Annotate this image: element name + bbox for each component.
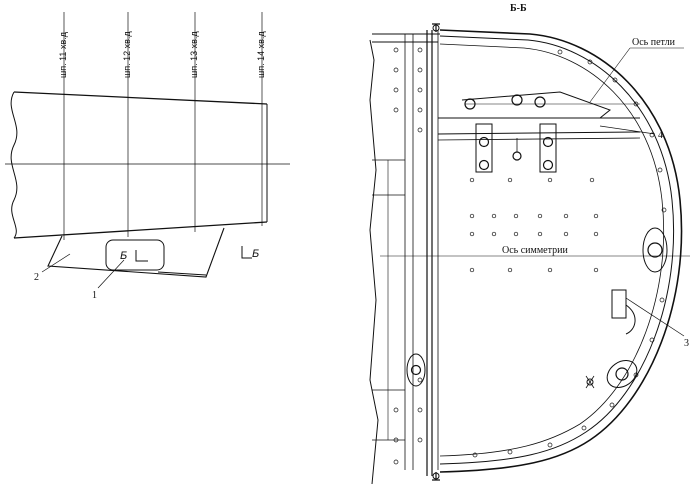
left-view: шп. 11 хв.д шп. 12 хв.д шп. 13 хв.д шп. … — [5, 12, 290, 301]
callouts-left: 2 1 — [34, 253, 125, 301]
callout-2: 2 — [34, 272, 39, 283]
rivet-pattern — [469, 177, 599, 273]
right-view: Б-Б — [369, 3, 690, 484]
door-skin — [439, 29, 683, 473]
hinge-axis-leader-diag — [589, 47, 631, 103]
lock-fittings — [406, 227, 668, 389]
fuselage-body — [5, 91, 290, 239]
clamps — [432, 23, 440, 481]
hinge-assembly — [437, 91, 641, 173]
skin-rivets — [472, 49, 667, 458]
frame-label-13: шп. 13 хв.д — [189, 31, 199, 78]
section-mark-letter: Б — [252, 248, 259, 260]
frame-structure — [369, 30, 440, 484]
plate-mark: Б — [120, 250, 127, 262]
frame-rivets — [393, 47, 423, 465]
section-mark: Б — [241, 246, 259, 260]
hatch-cover: Б — [47, 227, 225, 278]
section-title: Б-Б — [510, 3, 527, 14]
callouts-right: 4 3 — [599, 125, 689, 349]
frame-label-14: шп. 14 хв.д — [256, 31, 266, 78]
frame-label-11: шп. 11 хв.д — [58, 31, 68, 78]
frame-label-12: шп. 12 хв.д — [122, 31, 132, 78]
callout-1: 1 — [92, 290, 97, 301]
callout-4: 4 — [658, 130, 663, 141]
hinge-axis-label: Ось петли — [632, 37, 676, 48]
symmetry-axis-label: Ось симметрии — [502, 245, 568, 256]
frame-lines — [63, 12, 263, 240]
callout-3: 3 — [684, 338, 689, 349]
